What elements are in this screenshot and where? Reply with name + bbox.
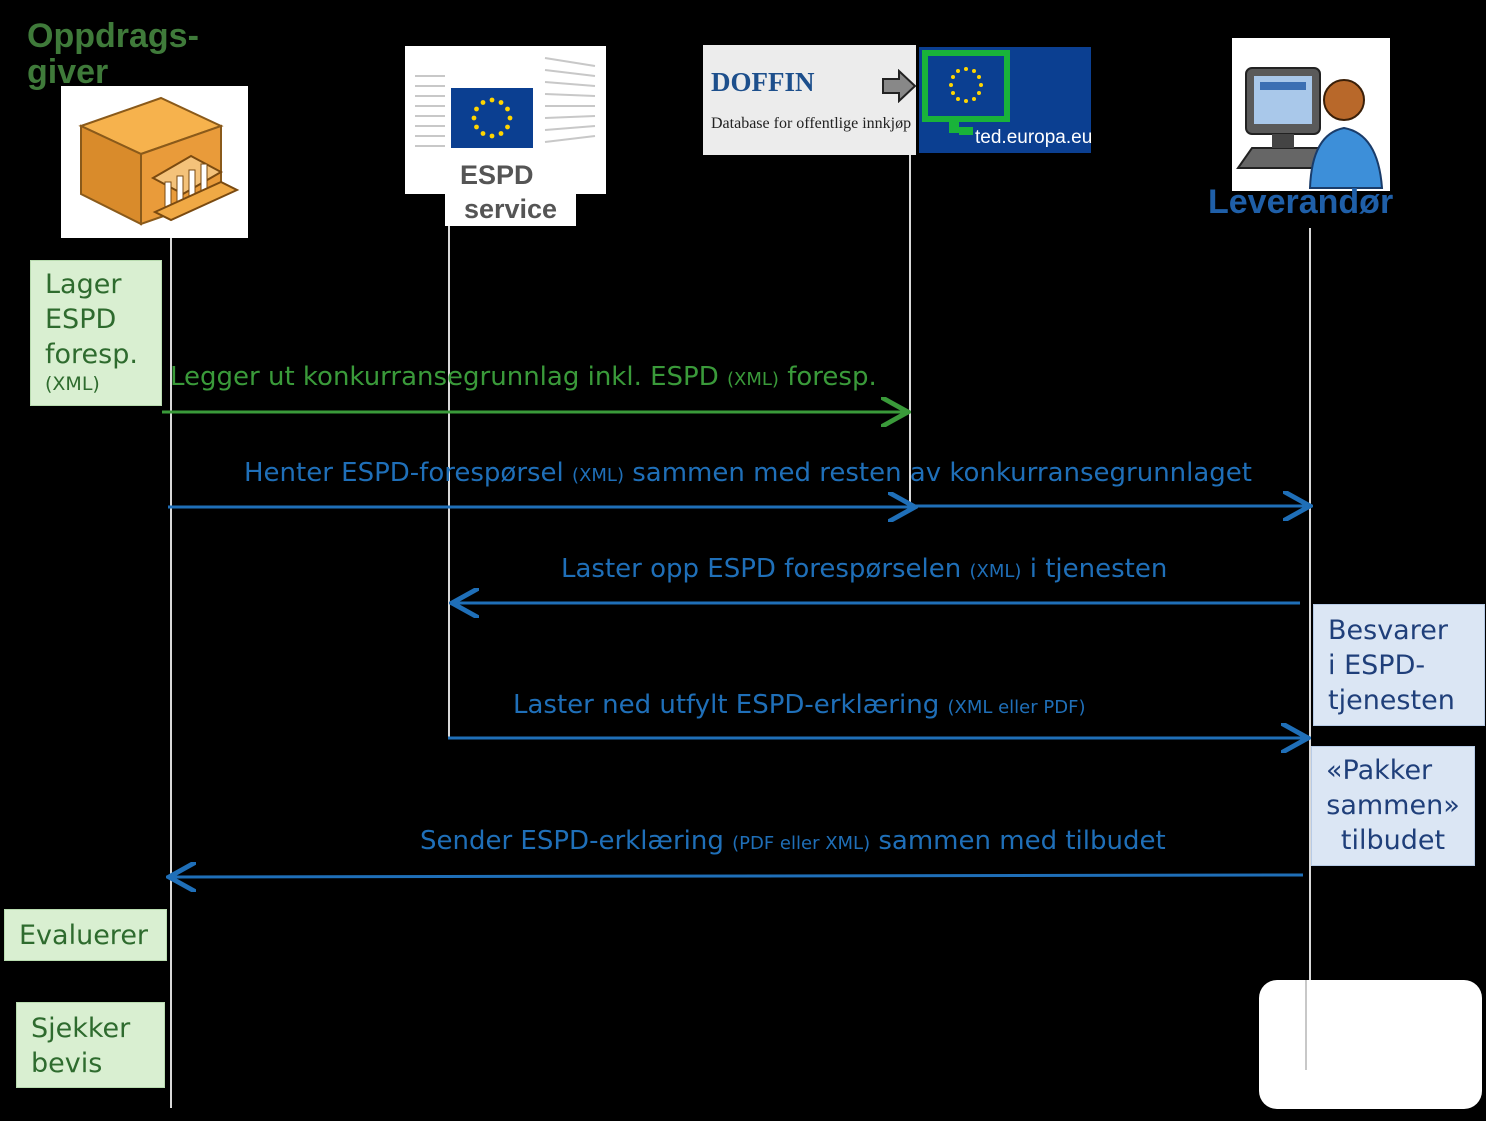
ted-logo: ted.europa.eu [919,47,1093,153]
note-pakker: «Pakker sammen» tilbudet [1311,746,1475,866]
ted-logo-icon [922,50,1010,135]
message-m5-text-end: sammen med tilbudet [870,826,1166,856]
computer-user-icon [1236,67,1384,189]
doffin-subtitle: Database for offentlige innkjøp [711,115,912,132]
note-sjekker-line1: Sjekker [31,1013,131,1044]
message-m1: Legger ut konkurransegrunnlag inkl. ESPD… [170,362,877,395]
doffin-name: DOFFIN [711,67,815,97]
ted-label: ted.europa.eu [975,127,1093,148]
doffin-logo: DOFFIN Database for offentlige innkjøp [703,45,917,155]
note-sjekker-line2: bevis [31,1048,103,1079]
message-m1-text-end: foresp. [778,362,877,392]
espd-label-line1: ESPD [460,160,534,190]
arrow-m5 [172,875,1304,877]
message-m5: Sender ESPD-erklæring (PDF eller XML) sa… [420,826,1166,859]
note-besvarer-line3: tjenesten [1328,685,1455,716]
message-m4-text: Laster ned utfylt ESPD-erklæring [513,690,948,720]
note-evaluerer: Evaluerer [4,909,167,961]
message-m5-format: (PDF eller XML) [732,833,871,854]
buyer-logo [61,86,248,238]
note-pakker-line2: sammen» [1326,790,1460,821]
message-m3-text-end: i tjenesten [1021,554,1168,584]
buyer-title: Oppdrags- giver [27,18,199,90]
blank-box [1259,980,1482,1109]
note-evaluerer-line1: Evaluerer [19,920,149,951]
lifeline-supplier-end [1305,980,1307,1070]
note-pakker-line3: tilbudet [1340,825,1446,856]
message-m3-format: (XML) [969,561,1022,582]
message-m2-format: (XML) [572,465,624,486]
note-besvarer: Besvarer i ESPD- tjenesten [1313,604,1485,726]
note-lager-line1: Lager [45,269,122,300]
note-lager-espd: Lager ESPD foresp. (XML) [30,260,162,406]
message-m4: Laster ned utfylt ESPD-erklæring (XML el… [513,690,1085,723]
buyer-title-line2: giver [27,53,109,91]
doffin-arrow-icon [882,69,917,103]
message-m1-format: (XML) [727,369,779,390]
message-m3: Laster opp ESPD forespørselen (XML) i tj… [561,554,1167,587]
message-m2-text: Henter ESPD-forespørsel [244,458,573,488]
note-besvarer-line2: i ESPD- [1328,650,1426,681]
note-lager-line2: ESPD [45,304,117,335]
espd-label-line2: service [463,194,558,224]
buyer-title-line1: Oppdrags- [27,17,199,55]
message-m2: Henter ESPD-forespørsel (XML) sammen med… [244,458,1252,491]
lifeline-espd [448,226,450,738]
message-m1-text: Legger ut konkurransegrunnlag inkl. ESPD [170,362,728,392]
message-m4-format: (XML eller PDF) [947,697,1086,718]
espd-label: ESPD service [445,158,576,226]
supplier-logo [1232,38,1390,191]
note-besvarer-line1: Besvarer [1328,615,1448,646]
message-m2-text-end: sammen med resten av konkurransegrunnlag… [623,458,1252,488]
message-m3-text: Laster opp ESPD forespørselen [561,554,970,584]
note-lager-line4: (XML) [45,373,100,395]
note-lager-line3: foresp. [45,339,138,370]
supplier-title: Leverandør [1208,183,1394,221]
lifeline-supplier [1309,228,1311,1073]
lifeline-doffin [909,155,911,511]
note-sjekker: Sjekker bevis [16,1002,165,1088]
lifeline-buyer [170,238,172,1108]
note-pakker-line1: «Pakker [1326,755,1433,786]
building-icon [78,96,240,226]
message-m5-text: Sender ESPD-erklæring [420,826,733,856]
eu-flag-icon [415,57,596,148]
